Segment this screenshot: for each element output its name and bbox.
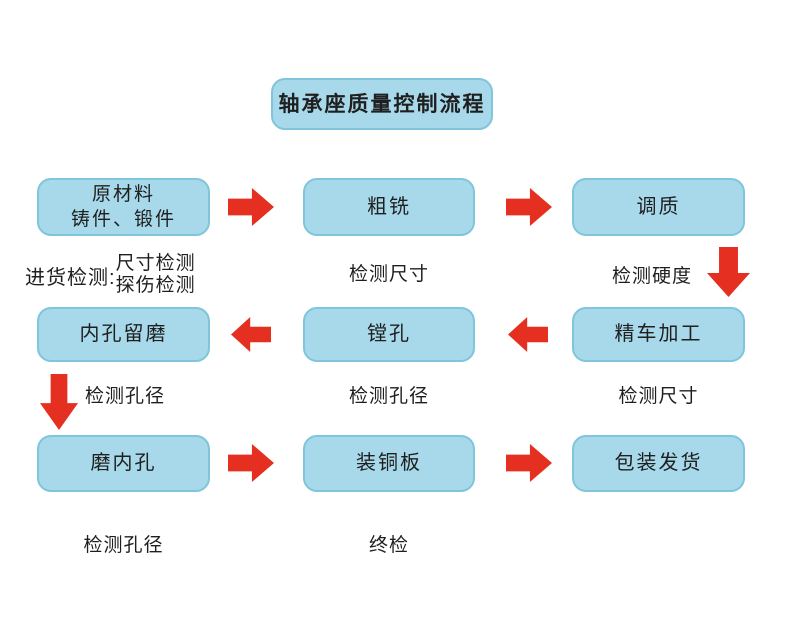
final-inspection-text: 终检 <box>368 535 409 556</box>
check-hardness-text: 检测硬度 <box>612 266 693 287</box>
incoming-inspection-item-flaw: 探伤检测 <box>115 275 196 296</box>
tempering-label: 调质 <box>636 195 681 218</box>
arrow-right-icon <box>228 444 274 482</box>
inspection-label-final-inspection: 终检 <box>303 530 475 557</box>
process-box-boring: 镗孔 <box>303 307 475 362</box>
arrow-down-icon <box>707 247 750 297</box>
pack-ship-label: 包装发货 <box>614 452 703 474</box>
process-box-raw-material: 原材料 铸件、锻件 <box>37 178 210 236</box>
hole-grinding-allowance-label: 内孔留磨 <box>79 323 168 345</box>
flowchart-title: 轴承座质量控制流程 <box>271 78 493 130</box>
arrow-right-icon <box>228 188 274 226</box>
process-box-hole-grinding-allowance: 内孔留磨 <box>37 307 210 362</box>
check-hole-diameter-text: 检测孔径 <box>83 535 164 556</box>
process-box-install-copper-plate: 装铜板 <box>303 435 475 492</box>
incoming-inspection-prefix: 进货检测: <box>25 266 116 289</box>
check-dimension-text: 检测尺寸 <box>618 386 699 407</box>
arrow-right-icon <box>506 444 552 482</box>
flowchart-title-text: 轴承座质量控制流程 <box>278 92 486 116</box>
process-box-pack-ship: 包装发货 <box>572 435 745 492</box>
incoming-inspection-group: 进货检测: 尺寸检测 探伤检测 <box>25 253 196 297</box>
incoming-inspection-item-dimension: 尺寸检测 <box>115 253 196 274</box>
arrow-left-icon <box>508 317 548 352</box>
inspection-label-check-dimension: 检测尺寸 <box>572 381 745 408</box>
process-box-grind-inner-hole: 磨内孔 <box>37 435 210 492</box>
inspection-label-check-hole-diameter: 检测孔径 <box>37 530 210 557</box>
process-box-fine-turning: 精车加工 <box>572 307 745 362</box>
raw-material-line2: 铸件、锻件 <box>70 209 176 230</box>
inspection-label-check-hole-diameter: 检测孔径 <box>85 381 165 408</box>
boring-label: 镗孔 <box>367 323 411 345</box>
arrow-right-icon <box>506 188 552 226</box>
grind-inner-hole-label: 磨内孔 <box>90 452 157 474</box>
check-dimension-text: 检测尺寸 <box>348 264 429 285</box>
check-hole-diameter-text: 检测孔径 <box>85 386 166 407</box>
raw-material-line1: 原材料 <box>91 184 155 205</box>
process-box-rough-milling: 粗铣 <box>303 178 475 236</box>
process-box-tempering: 调质 <box>572 178 745 236</box>
incoming-inspection-items: 尺寸检测 探伤检测 <box>116 253 196 297</box>
arrow-left-icon <box>231 317 271 352</box>
arrow-down-icon <box>40 374 78 430</box>
rough-milling-label: 粗铣 <box>367 195 411 218</box>
inspection-label-check-dimension: 检测尺寸 <box>303 259 475 286</box>
inspection-label-check-hole-diameter: 检测孔径 <box>303 381 475 408</box>
fine-turning-label: 精车加工 <box>614 323 703 345</box>
inspection-label-check-hardness: 检测硬度 <box>612 261 692 288</box>
install-copper-plate-label: 装铜板 <box>356 452 422 474</box>
check-hole-diameter-text: 检测孔径 <box>348 386 429 407</box>
